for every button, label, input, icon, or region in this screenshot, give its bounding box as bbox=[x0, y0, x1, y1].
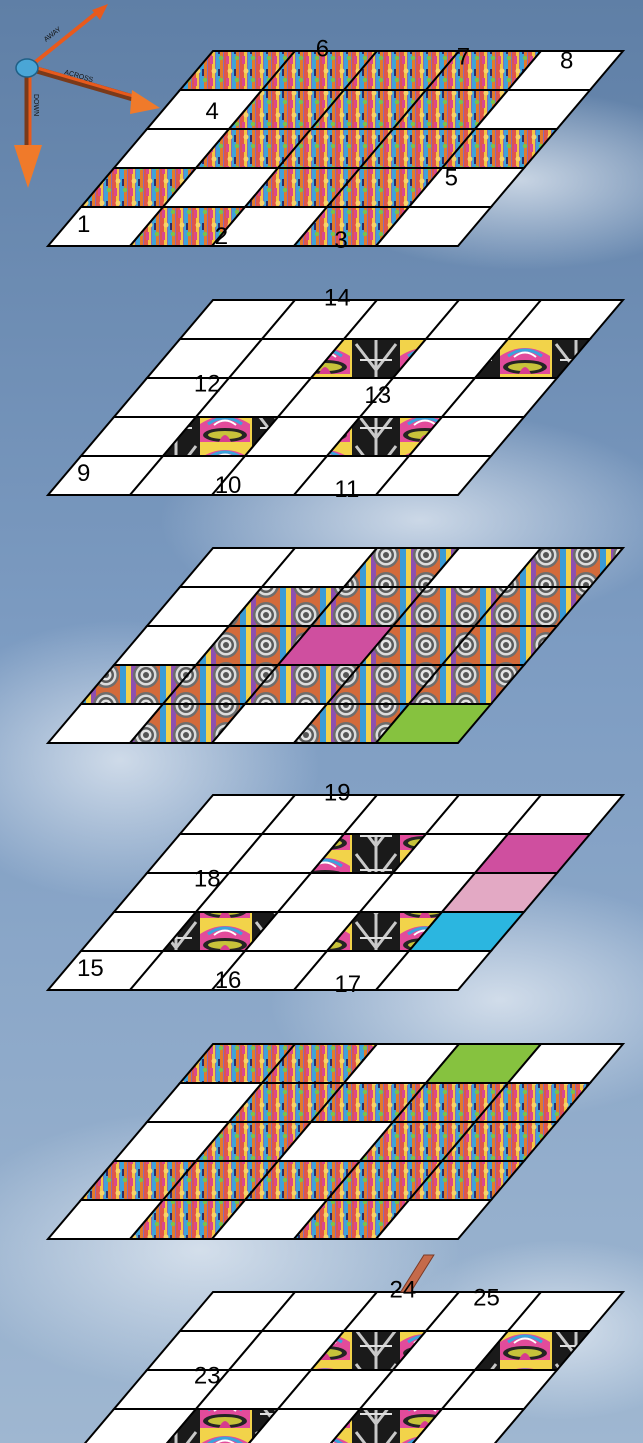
down-label: DOWN bbox=[32, 94, 39, 116]
tile-number-label: 16 bbox=[215, 967, 242, 994]
tile-number-label: 12 bbox=[194, 371, 221, 398]
tile-number-label: 3 bbox=[334, 227, 347, 254]
tile-number-label: 11 bbox=[334, 476, 359, 503]
tile-number-label: 24 bbox=[390, 1277, 417, 1304]
tile-number-label: 13 bbox=[364, 382, 391, 409]
tile-number-label: 17 bbox=[334, 971, 361, 998]
tile-number-label: 5 bbox=[445, 164, 458, 191]
tile-number-label: 1 bbox=[77, 211, 90, 238]
tile-number-label: 10 bbox=[215, 472, 242, 499]
tile-number-label: 2 bbox=[215, 223, 228, 250]
tile-number-label: 4 bbox=[206, 98, 219, 125]
tile-number-label: 14 bbox=[324, 285, 351, 312]
tile-number-label: 25 bbox=[473, 1285, 500, 1312]
tile-number-label: 9 bbox=[77, 460, 90, 487]
tile-number-label: 19 bbox=[324, 780, 351, 807]
tile-number-label: 15 bbox=[77, 955, 104, 982]
tile-number-label: 18 bbox=[194, 866, 221, 893]
origin-sphere-icon bbox=[16, 59, 38, 77]
tile-number-label: 23 bbox=[194, 1363, 221, 1390]
tile-number-label: 7 bbox=[457, 44, 470, 71]
tile-number-label: 6 bbox=[316, 36, 329, 63]
tile-number-label: 8 bbox=[560, 47, 573, 74]
